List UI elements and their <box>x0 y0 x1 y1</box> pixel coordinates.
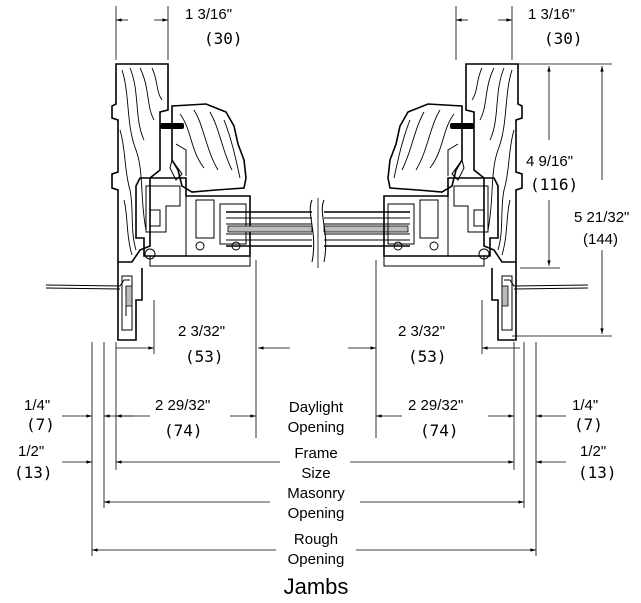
masonry-opening-label-line2: Opening <box>288 505 345 522</box>
frame-size-label-line1: Frame <box>294 445 337 462</box>
opening-labels: Daylight Opening Frame Size Masonry Open… <box>287 399 345 568</box>
dim-left-quarter-imperial: 1/4" <box>24 397 50 414</box>
left-flashing <box>45 279 130 287</box>
dim-top-left-metric: (30) <box>204 29 243 48</box>
daylight-label-line1: Daylight <box>289 399 344 416</box>
dim-right-lower-metric: (74) <box>420 421 459 440</box>
dim-right-lower-imperial: 2 29/32" <box>408 397 463 414</box>
rough-opening-label-line2: Opening <box>288 551 345 568</box>
rough-opening-label-line1: Rough <box>294 531 338 548</box>
left-interior-trim <box>171 103 247 193</box>
dimension-text: 1 3/16" (30) 1 3/16" (30) 4 9/16" (116) … <box>14 6 629 482</box>
dim-right-outer-imperial: 5 21/32" <box>574 209 629 226</box>
drawing-title: Jambs <box>284 574 349 599</box>
daylight-label-line2: Opening <box>288 419 345 436</box>
dim-top-right-imperial: 1 3/16" <box>528 6 575 23</box>
dim-left-lower-imperial: 2 29/32" <box>155 397 210 414</box>
dim-left-mid-imperial: 2 3/32" <box>178 323 225 340</box>
dim-right-inner-metric: (116) <box>530 175 578 194</box>
dim-right-quarter-imperial: 1/4" <box>572 397 598 414</box>
glazing-unit <box>226 198 410 268</box>
left-screw-icon <box>160 123 184 129</box>
dim-top-right-metric: (30) <box>544 29 583 48</box>
left-wood-grain <box>119 67 163 256</box>
dim-right-mid-metric: (53) <box>408 347 447 366</box>
dim-left-half-metric: (13) <box>14 463 53 482</box>
dim-left-mid-metric: (53) <box>185 347 224 366</box>
dim-left-quarter-metric: (7) <box>26 415 55 434</box>
dim-right-half-metric: (13) <box>578 463 617 482</box>
left-trim-grain <box>179 109 241 179</box>
dim-left-half-imperial: 1/2" <box>18 443 44 460</box>
dim-left-lower-metric: (74) <box>164 421 203 440</box>
left-jamb-section <box>45 63 251 341</box>
dim-top-left-imperial: 1 3/16" <box>185 6 232 23</box>
dimension-lines <box>62 18 604 552</box>
dim-right-half-imperial: 1/2" <box>580 443 606 460</box>
masonry-opening-label-line1: Masonry <box>287 485 345 502</box>
dim-right-outer-metric: (144) <box>583 231 618 248</box>
left-frame-profile <box>117 143 251 341</box>
dim-right-mid-imperial: 2 3/32" <box>398 323 445 340</box>
dim-right-inner-imperial: 4 9/16" <box>526 153 573 170</box>
dim-right-quarter-metric: (7) <box>574 415 603 434</box>
frame-size-label-line2: Size <box>301 465 330 482</box>
right-jamb-section <box>383 63 589 341</box>
extension-lines <box>91 6 612 556</box>
